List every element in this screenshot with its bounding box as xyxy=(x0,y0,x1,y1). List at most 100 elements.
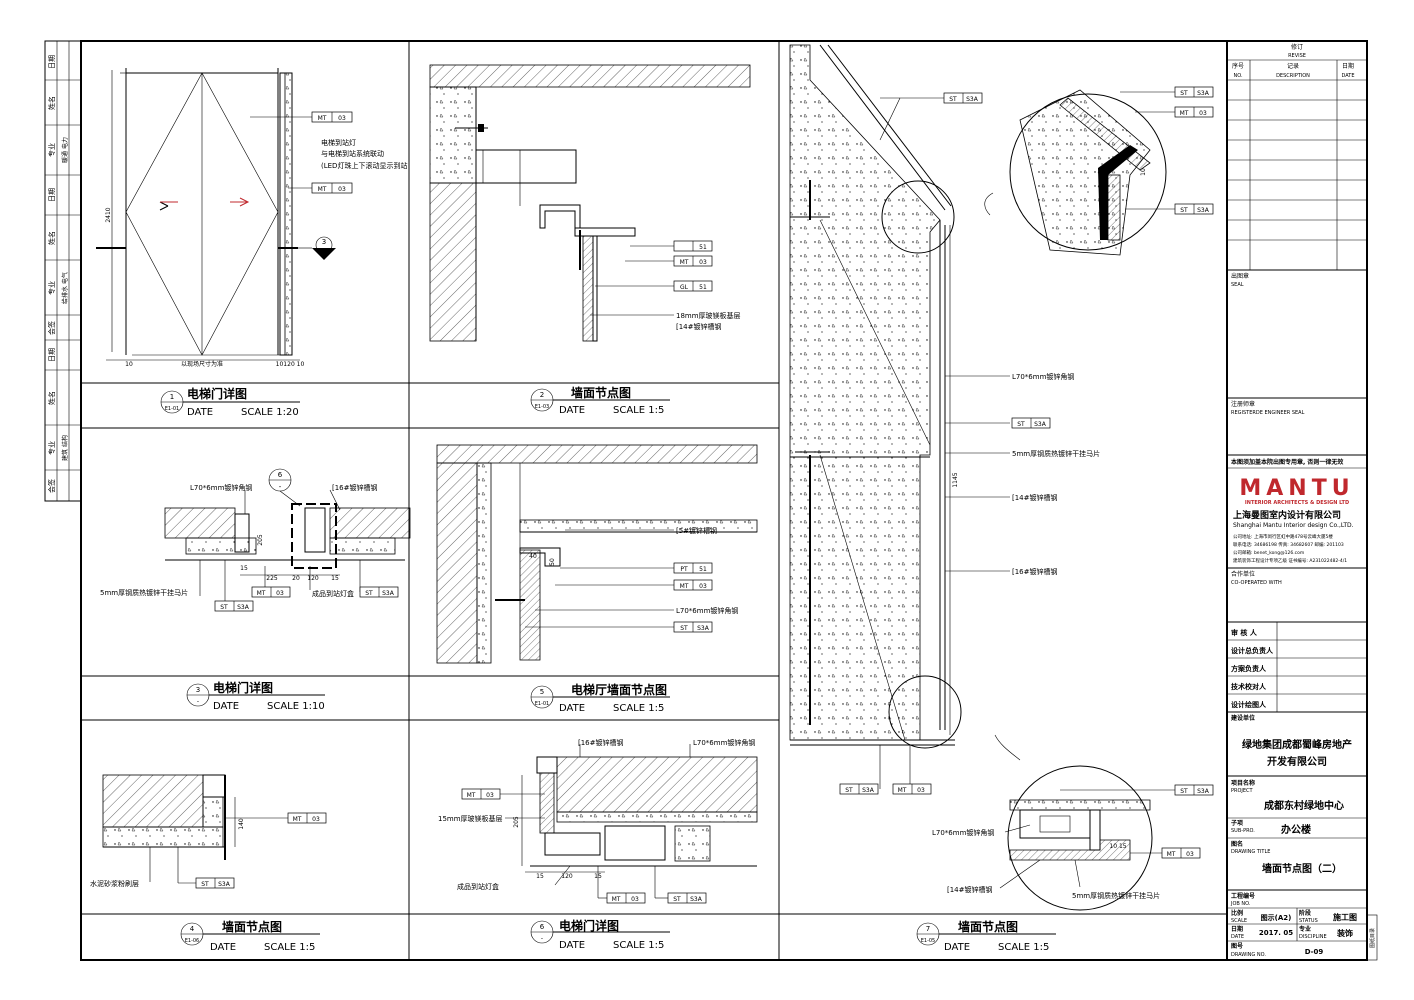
side-tab-text: 图纸目录 xyxy=(1369,928,1376,948)
strip-row-5b: 给排水 电气 xyxy=(61,272,69,304)
detail-2-drawing: PT 51 MT 03 GL 51 18mm厚玻镁板基层 [14#镀锌槽钢 xyxy=(429,64,751,342)
d7-st-top-code: ST xyxy=(949,96,957,103)
detail-7-ref: E1-05 xyxy=(921,938,936,944)
detail-3-drawing: 6 - L70*6mm镀锌角钢 [16#镀锌槽钢 5mm厚钢质热镀锌干挂马片 S… xyxy=(100,468,411,612)
signature-strip: 日期 姓名 专业 暖通 电力 日期 姓名 专业 给排水 电气 会签 日期 姓名 … xyxy=(44,40,82,502)
d2-note-2: [14#镀锌槽钢 xyxy=(676,322,722,331)
d7-c2-dim: 10 15 xyxy=(1109,843,1126,850)
subproject-label-en: SUB-PRO. xyxy=(1231,828,1255,834)
detail-6-drawing: [16#镀锌槽钢 L70*6mm镀锌角钢 MT 03 15mm厚玻镁板基层 成品… xyxy=(438,738,758,904)
detail-7-drawing: ST S3A L70*6mm镀锌角钢 ST S3A 5mm厚钢质热镀锌干挂马片 … xyxy=(789,44,1214,911)
discipline-label-cn: 专业 xyxy=(1299,925,1311,933)
status-label-en: STATUS xyxy=(1299,918,1318,924)
d7-c1-mt-code: MT xyxy=(1180,110,1189,117)
strip-row-0: 日期 xyxy=(48,55,56,69)
scale-label-en: SCALE xyxy=(1231,918,1247,924)
detail-1-drawing: MT 03 电梯到站灯 与电梯到站系统联动 (LED灯珠上下滚动显示到站 MT … xyxy=(96,68,407,368)
rev-no-en: NO. xyxy=(1233,73,1242,79)
detail-5-num: 5 xyxy=(540,688,544,696)
d5-l70: L70*6mm镀锌角钢 xyxy=(676,606,738,615)
d5-c5: [5#镀锌槽钢 xyxy=(676,526,717,535)
subproject-name: 办公楼 xyxy=(1281,823,1311,836)
d6-mt-code: MT xyxy=(467,792,476,799)
detail-4-title: 墙面节点图 xyxy=(222,919,282,934)
detail-5-drawing: [5#镀锌槽钢 PT 51 MT 03 L70*6mm镀锌角钢 ST S3A 4… xyxy=(436,444,758,664)
company-name-en: Shanghai Mantu Interior design Co.,LTD. xyxy=(1233,522,1354,529)
strip-row-4: 姓名 xyxy=(47,231,56,245)
detail-3-title: 电梯门详图 xyxy=(213,680,273,695)
drawing-title: 墙面节点图（二） xyxy=(1262,862,1342,875)
company-logo: MANTU xyxy=(1239,476,1354,501)
client-name-1: 绿地集团成都蜀峰房地产 xyxy=(1242,738,1352,751)
detail-6-date: DATE xyxy=(559,940,585,951)
role-4: 设计绘图人 xyxy=(1231,700,1267,709)
d1-section-num: 3 xyxy=(322,238,326,246)
d6-box: 成品到站灯盒 xyxy=(457,882,499,891)
detail-1-scale: SCALE 1:20 xyxy=(241,407,299,418)
d3-dim-205: 205 xyxy=(257,534,264,546)
d7-c16: [16#镀锌槽钢 xyxy=(1012,567,1058,576)
detail-6-num: 6 xyxy=(540,923,545,931)
d7-c1-st-val: S3A xyxy=(1197,90,1210,97)
job-label-cn: 工程编号 xyxy=(1231,892,1255,900)
detail-4-ref: E1-06 xyxy=(185,938,200,944)
d3-dim-20: 20 xyxy=(292,575,300,582)
d7-c2-mt-val: 03 xyxy=(1186,851,1194,858)
detail-5-date: DATE xyxy=(559,703,585,714)
d6-dim-15b: 15 xyxy=(594,873,602,880)
project-name: 成都东村绿地中心 xyxy=(1264,799,1344,812)
d1-note-1: 电梯到站灯 xyxy=(321,138,356,147)
d7-c1-st2-val: S3A xyxy=(1197,207,1210,214)
rev-desc-cn: 记录 xyxy=(1287,62,1299,70)
detail-7-scale: SCALE 1:5 xyxy=(998,942,1049,953)
project-label-en: PROJECT xyxy=(1231,788,1254,794)
d2-tag-2-val: 51 xyxy=(699,284,707,291)
d7-c2-l70: L70*6mm镀锌角钢 xyxy=(932,828,994,837)
drawing-title-label-en: DRAWING TITLE xyxy=(1231,849,1270,855)
d2-tag-2-code: GL xyxy=(680,284,689,291)
date-value: 2017. 05 xyxy=(1259,929,1293,937)
d1-note-3: (LED灯珠上下滚动显示到站 xyxy=(321,161,407,170)
d4-st-val: S3A xyxy=(218,881,231,888)
d6-mt2-val: 03 xyxy=(631,896,639,903)
d4-dim-140: 140 xyxy=(238,818,245,830)
detail-2-date: DATE xyxy=(559,405,585,416)
d3-dim-225: 225 xyxy=(266,575,278,582)
d7-mt-bot-code: MT xyxy=(898,787,907,794)
job-label-en: JOB NO. xyxy=(1230,901,1251,907)
side-tab: 图纸目录 xyxy=(1366,914,1378,961)
rev-date-en: DATE xyxy=(1341,73,1354,79)
detail-title-1: 1 E1-01 电梯门详图 DATE SCALE 1:20 xyxy=(160,386,300,418)
detail-7-date: DATE xyxy=(944,942,970,953)
coop-en: CO-OPERATED WITH xyxy=(1231,580,1282,586)
detail-3-date: DATE xyxy=(213,701,239,712)
d2-tag-1-val: 03 xyxy=(699,259,707,266)
detail-title-5: 5 E1-01 电梯厅墙面节点图 DATE SCALE 1:5 xyxy=(530,682,670,714)
d5-dim-50: 50 xyxy=(549,558,556,566)
drawing-no-value: D-09 xyxy=(1305,948,1324,956)
subproject-label-cn: 子项 xyxy=(1231,819,1243,827)
detail-1-num: 1 xyxy=(170,393,174,401)
d7-mt-bot-val: 03 xyxy=(917,787,925,794)
strip-row-1: 姓名 xyxy=(47,96,56,110)
detail-7-num: 7 xyxy=(926,925,930,933)
d6-l70: L70*6mm镀锌角钢 xyxy=(693,738,755,747)
detail-7-title: 墙面节点图 xyxy=(958,919,1018,934)
eng-seal-cn: 注册师章 xyxy=(1231,400,1255,408)
d7-st-top-val: S3A xyxy=(966,96,979,103)
drawing-title-label-cn: 图名 xyxy=(1231,840,1243,848)
d1-tag-mt2-val: 03 xyxy=(338,186,346,193)
strip-row-8: 姓名 xyxy=(47,391,56,405)
d7-dim-1145: 1145 xyxy=(952,472,959,487)
drawing-no-label-cn: 图号 xyxy=(1231,942,1243,950)
strip-row-2b: 暖通 电力 xyxy=(61,137,69,163)
role-1: 设计总负责人 xyxy=(1231,646,1274,655)
d7-c1-mt-val: 03 xyxy=(1199,110,1207,117)
d2-note-1: 18mm厚玻镁板基层 xyxy=(676,311,741,320)
seal-cn: 出图章 xyxy=(1231,272,1249,280)
detail-6-title: 电梯门详图 xyxy=(559,918,619,933)
rev-no-cn: 序号 xyxy=(1232,62,1244,70)
detail-2-num: 2 xyxy=(540,391,544,399)
d3-st-code: ST xyxy=(220,604,228,611)
coop-cn: 合作单位 xyxy=(1231,570,1255,578)
